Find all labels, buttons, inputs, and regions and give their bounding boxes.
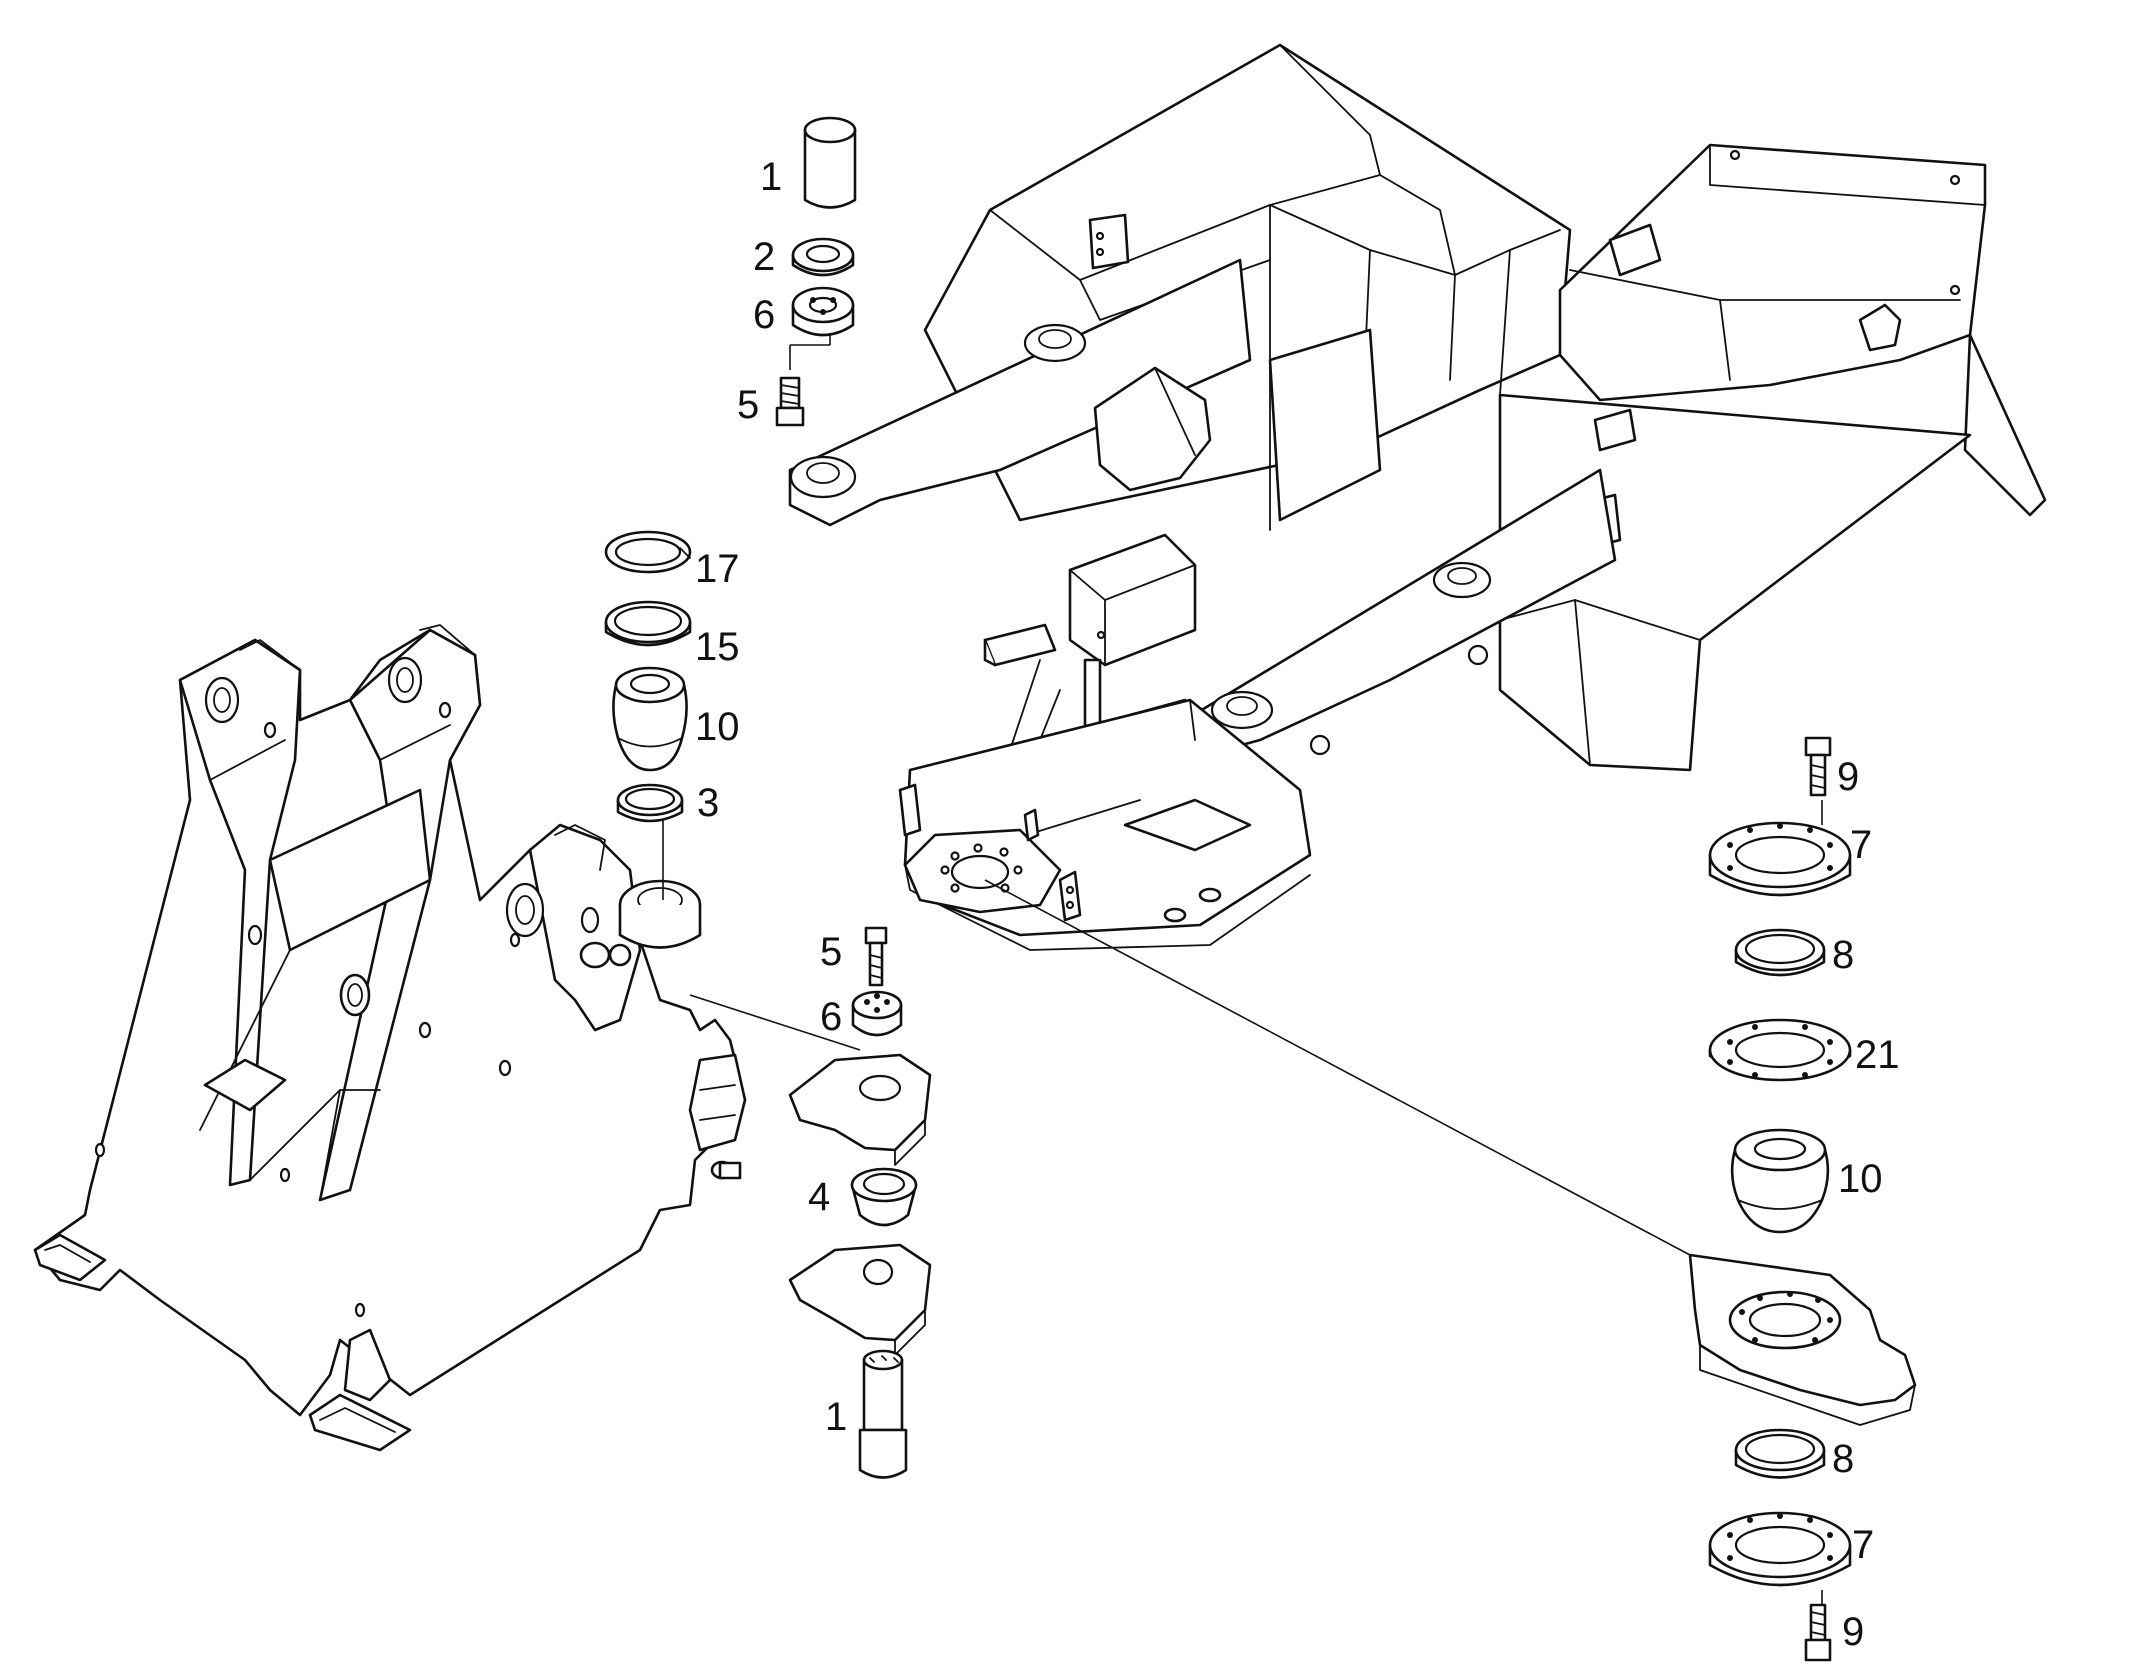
callout-top-cap: 6	[753, 293, 775, 337]
ring-17	[604, 530, 692, 574]
callout-right-bolt-bottom: 9	[1842, 1610, 1864, 1654]
ring-3	[616, 783, 684, 823]
top-pin	[803, 116, 857, 209]
callout-mid-bolt: 5	[820, 930, 842, 974]
top-bolt	[775, 376, 805, 427]
front-frame	[33, 624, 747, 1452]
right-ring-bottom	[1734, 1428, 1826, 1479]
callout-ring-17: 17	[695, 547, 740, 591]
right-lug-plate	[1688, 1253, 1917, 1426]
bush-4	[850, 1167, 918, 1227]
rear-frame	[788, 43, 2047, 951]
callout-right-shim: 21	[1855, 1033, 1900, 1077]
right-ring-top	[1734, 928, 1826, 977]
callout-bush-right: 10	[1838, 1157, 1883, 1201]
lug-plate-top	[788, 1053, 932, 1166]
callout-ring-3: 3	[697, 781, 719, 825]
callout-bottom-pin: 1	[825, 1395, 847, 1439]
right-flange-bottom	[1708, 1511, 1852, 1587]
top-cap	[791, 286, 855, 337]
bottom-pin	[858, 1349, 908, 1479]
callout-right-flange-top: 7	[1850, 823, 1872, 867]
bush-left	[612, 666, 688, 772]
right-shim	[1708, 1018, 1852, 1082]
bush-right	[1730, 1128, 1830, 1234]
callout-top-bolt: 5	[737, 383, 759, 427]
top-washer	[791, 237, 855, 277]
right-bolt-bottom	[1804, 1603, 1832, 1662]
ring-15	[604, 600, 692, 647]
mid-bolt	[864, 926, 888, 987]
callout-right-ring-top: 8	[1832, 933, 1854, 977]
callout-ring-15: 15	[695, 625, 740, 669]
mid-cap	[851, 990, 903, 1037]
callout-bush-left: 10	[695, 705, 740, 749]
callout-top-pin: 1	[760, 155, 782, 199]
callout-top-washer: 2	[753, 235, 775, 279]
callout-right-bolt-top: 9	[1837, 755, 1859, 799]
callout-bush-4: 4	[808, 1175, 830, 1219]
right-flange-top	[1708, 821, 1852, 897]
callout-labels: 1 2 6 5 17 15 10 3 5 6 4 1 9 7 8 21 10 8…	[695, 155, 1900, 1654]
callout-mid-cap: 6	[820, 995, 842, 1039]
right-bolt-top	[1804, 736, 1832, 797]
callout-right-ring-bottom: 8	[1832, 1437, 1854, 1481]
callout-right-flange-bottom: 7	[1852, 1523, 1874, 1567]
lug-plate-bottom	[788, 1243, 932, 1356]
